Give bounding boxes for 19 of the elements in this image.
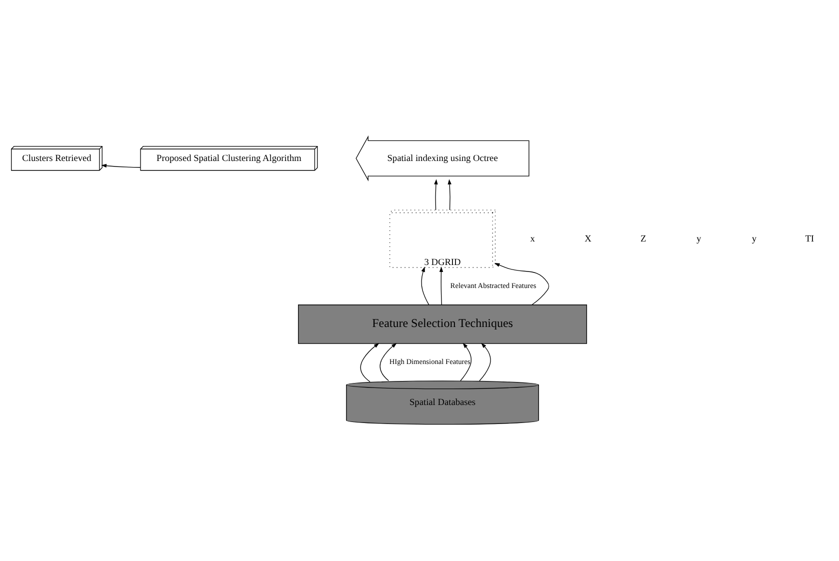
label: Z (640, 234, 646, 244)
arrow (380, 343, 397, 382)
arrow (434, 179, 438, 210)
label: y (696, 234, 702, 244)
arrow (479, 342, 491, 382)
label: TI (805, 234, 814, 244)
label: y (752, 234, 757, 244)
edge-label: Relevant Abstracted Features (450, 281, 536, 290)
arrow (439, 266, 444, 306)
label: X (584, 234, 592, 244)
node-box: Feature Selection Techniques (298, 304, 588, 344)
arrow (494, 263, 550, 306)
arrow (448, 179, 452, 210)
label: x (530, 234, 535, 244)
edge-label: HIgh Dimensional Features (389, 357, 470, 366)
arrow (460, 342, 472, 382)
arrow (101, 164, 141, 168)
arrow (421, 266, 430, 306)
arrow (360, 343, 380, 382)
